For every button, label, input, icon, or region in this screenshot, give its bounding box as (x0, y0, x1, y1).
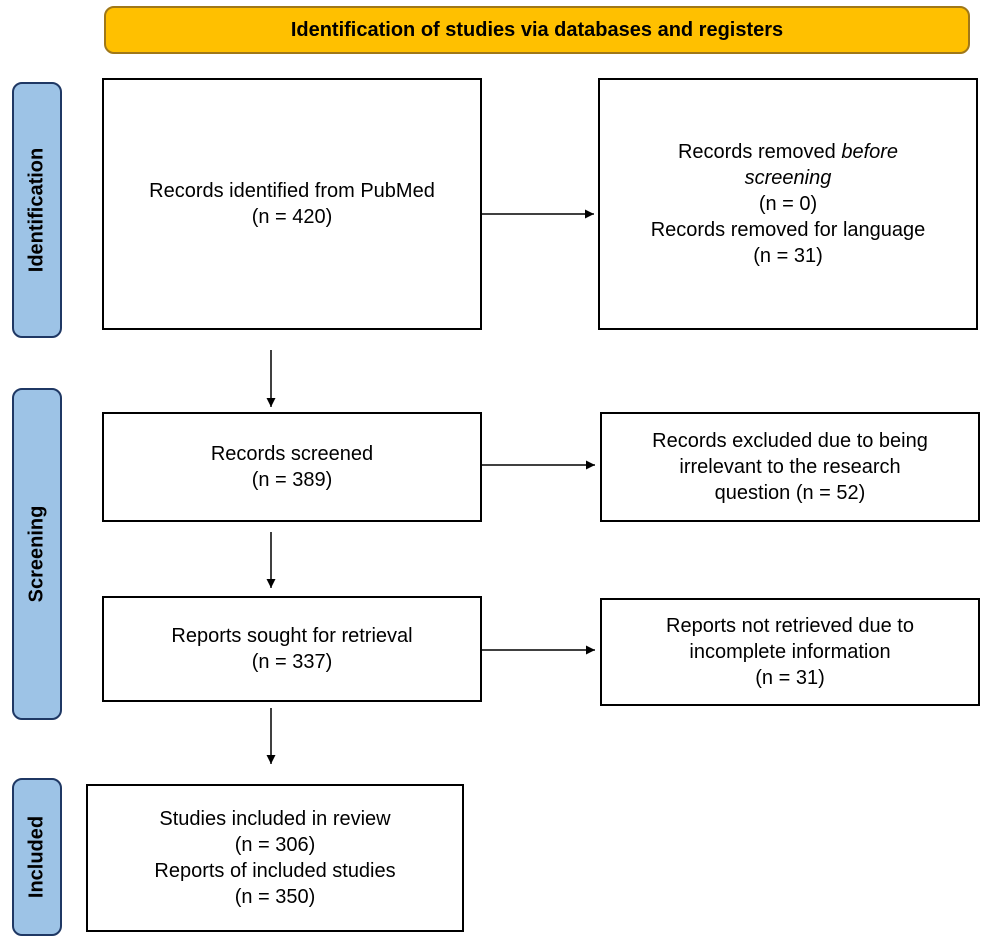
diagram-title: Identification of studies via databases … (104, 6, 970, 54)
records-excluded-text: Records excluded due to being (652, 430, 928, 452)
records-excluded-count: question (n = 52) (714, 482, 866, 504)
records-excluded-text-2: irrelevant to the research (679, 456, 901, 478)
records-removed-box: Records removed before screening (n = 0)… (598, 78, 978, 330)
records-screened-count: (n = 389) (251, 469, 333, 491)
records-removed-text: Records removed before (677, 141, 899, 163)
reports-not-retrieved-count: (n = 31) (755, 667, 825, 689)
reports-not-retrieved-text: Reports not retrieved due to (666, 615, 914, 637)
records-excluded-box: Records excluded due to being irrelevant… (600, 412, 980, 522)
records-identified-count: (n = 420) (251, 206, 333, 228)
studies-included-box: Studies included in review (n = 306) Rep… (86, 784, 464, 932)
reports-included-count: (n = 350) (234, 886, 316, 908)
reports-not-retrieved-text-2: incomplete information (689, 641, 891, 663)
reports-included-text: Reports of included studies (154, 860, 396, 882)
records-removed-text-cont: screening (744, 167, 832, 189)
records-screened-box: Records screened (n = 389) (102, 412, 482, 522)
records-removed-language-text: Records removed for language (650, 219, 926, 241)
records-identified-text: Records identified from PubMed (149, 180, 435, 202)
studies-included-count: (n = 306) (234, 834, 316, 856)
reports-sought-box: Reports sought for retrieval (n = 337) (102, 596, 482, 702)
reports-sought-count: (n = 337) (251, 651, 333, 673)
reports-sought-text: Reports sought for retrieval (171, 625, 413, 647)
reports-not-retrieved-box: Reports not retrieved due to incomplete … (600, 598, 980, 706)
records-identified-box: Records identified from PubMed (n = 420) (102, 78, 482, 330)
phase-included: Included (12, 778, 62, 936)
phase-identification: Identification (12, 82, 62, 338)
records-screened-text: Records screened (210, 443, 374, 465)
studies-included-text: Studies included in review (159, 808, 391, 830)
records-removed-count: (n = 0) (758, 193, 818, 215)
records-removed-language-count: (n = 31) (753, 245, 823, 267)
phase-screening: Screening (12, 388, 62, 720)
